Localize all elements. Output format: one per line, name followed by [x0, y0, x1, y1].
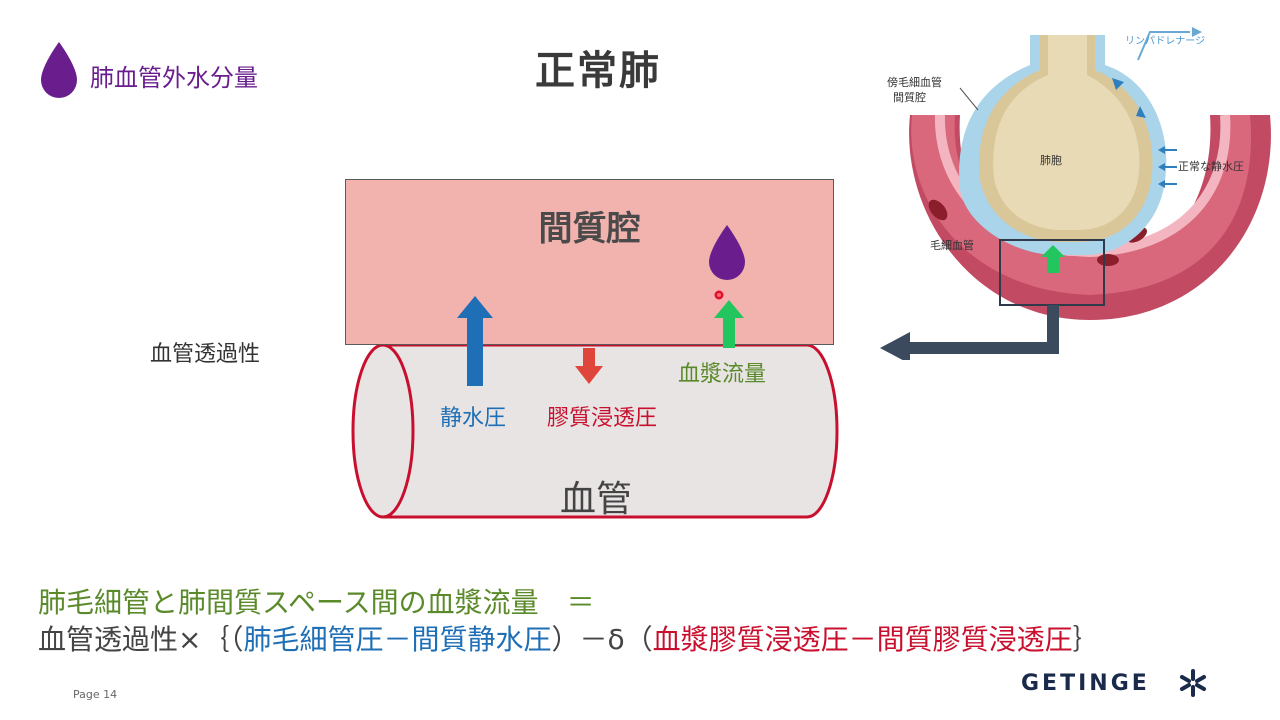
formula-prefix: 血管透過性×｛（: [38, 623, 244, 656]
oncotic-arrow-icon: [575, 348, 603, 384]
alveolus-illustration: [880, 27, 1271, 360]
formula-line-2: 血管透過性×｛（肺毛細管圧－間質静水圧）－δ（血漿膠質浸透圧－間質膠質浸透圧｝: [38, 618, 1101, 658]
formula-line-1: 肺毛細管と肺間質スペース間の血漿流量 ＝: [38, 586, 595, 619]
formula-hydrostatic-term: 肺毛細管圧－間質静水圧: [243, 623, 552, 656]
interstitial-label: 間質腔: [538, 209, 641, 249]
page-number: Page 14: [73, 688, 118, 701]
hydrostatic-pressure-label: 静水圧: [440, 406, 507, 431]
getinge-logo: GETINGE: [1021, 671, 1150, 696]
formula-oncotic-term: 血漿膠質浸透圧－間質膠質浸透圧: [652, 623, 1073, 656]
page-title: 正常肺: [535, 48, 661, 94]
getinge-logo-icon: [1180, 669, 1206, 697]
vessel-label: 血管: [560, 479, 633, 520]
pericapillary-label-line2: 間質腔: [893, 91, 926, 104]
formula-middle: ）－δ（: [551, 623, 653, 656]
lymph-drainage-label: リンパドレナージ: [1125, 36, 1206, 47]
plasma-flow-label: 血漿流量: [678, 362, 767, 387]
water-drop-icon: [41, 42, 77, 98]
oncotic-pressure-label: 膠質浸透圧: [547, 406, 658, 431]
water-drop-small-icon: [709, 225, 745, 280]
formula-suffix: ｝: [1072, 623, 1101, 656]
normal-pressure-label: 正常な静水圧: [1178, 160, 1244, 173]
capillary-label: 毛細血管: [930, 239, 974, 252]
alveolus-label: 肺胞: [1040, 154, 1062, 167]
plasma-flow-arrow-icon: [714, 300, 744, 348]
hydrostatic-arrow-icon: [457, 296, 493, 386]
ewlw-label: 肺血管外水分量: [90, 64, 258, 92]
pericapillary-label-line1: 傍毛細血管: [887, 76, 942, 89]
laser-dot: [711, 287, 727, 303]
blood-vessel-shape: [351, 343, 839, 519]
interstitial-space-box: [345, 179, 834, 345]
vascular-permeability-label: 血管透過性: [150, 342, 261, 367]
